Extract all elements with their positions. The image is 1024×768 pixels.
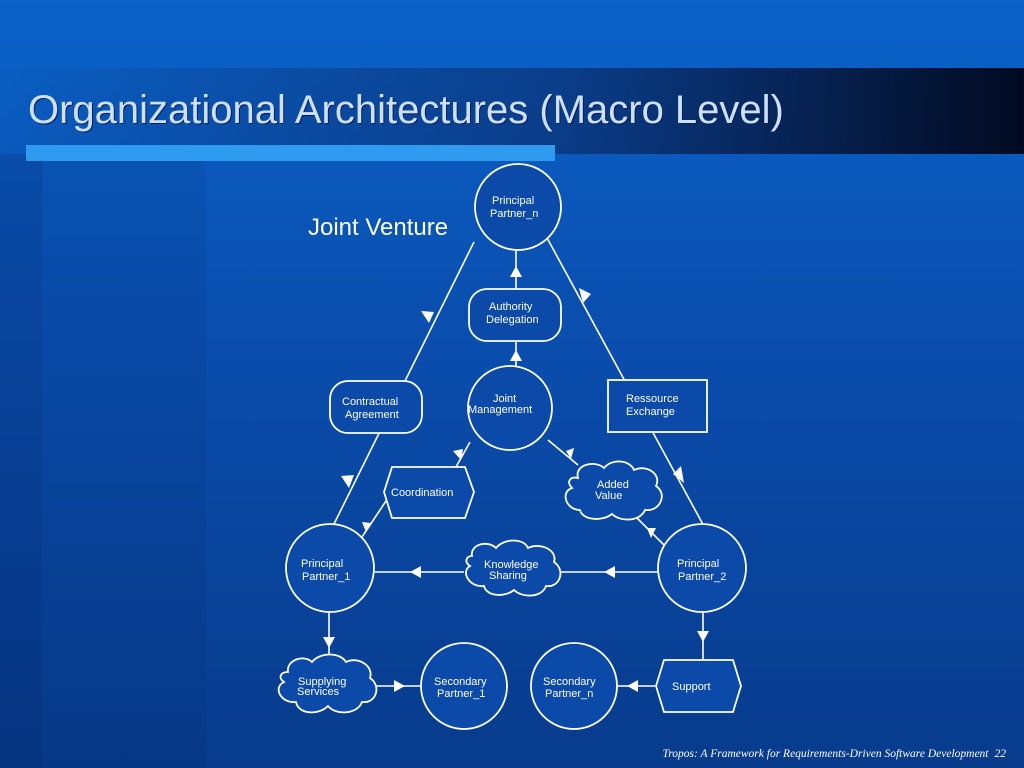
principal-partner-1-node <box>285 523 375 613</box>
arrowhead <box>341 475 354 488</box>
principal-2-label-1: Principal <box>677 558 719 570</box>
secondary-1-label-1: Secondary <box>434 676 487 688</box>
principal-n-label-1: Principal <box>492 195 534 207</box>
edge-coord-to-jm <box>455 441 471 468</box>
ressource-label-1: Ressource <box>626 393 679 405</box>
arrowhead <box>604 566 615 578</box>
secondary-n-label-2: Partner_n <box>545 688 593 700</box>
secondary-n-label-1: Secondary <box>543 676 596 688</box>
arrowhead <box>510 266 522 277</box>
joint-management-node <box>467 365 553 451</box>
knowledge-label-2: Sharing <box>489 570 527 582</box>
arrowhead <box>362 522 371 532</box>
secondary-partner-n-node <box>530 642 618 730</box>
arrowhead <box>453 449 463 460</box>
authority-label-1: Authority <box>489 301 533 313</box>
slide-title: Organizational Architectures (Macro Leve… <box>28 88 784 132</box>
arrowhead <box>673 466 684 483</box>
joint-mgmt-label-2: Management <box>468 404 532 416</box>
ressource-label-2: Exchange <box>626 406 675 418</box>
arrowhead <box>394 680 405 692</box>
secondary-1-label-2: Partner_1 <box>437 688 485 700</box>
arrowhead <box>579 288 591 303</box>
secondary-partner-1-node <box>420 642 508 730</box>
arrowhead <box>410 566 421 578</box>
diagram-subtitle: Joint Venture <box>308 214 449 241</box>
coordination-node <box>383 466 475 519</box>
principal-n-label-2: Partner_n <box>490 208 538 220</box>
arrowhead <box>566 448 574 459</box>
arrowhead <box>421 311 434 323</box>
arrowhead <box>323 637 335 648</box>
principal-1-label-1: Principal <box>301 558 343 570</box>
arrowhead <box>627 680 638 692</box>
principal-2-label-2: Partner_2 <box>678 571 726 583</box>
principal-partner-2-node <box>657 523 747 613</box>
added-value-cloud <box>564 460 663 521</box>
left-stripe <box>0 154 42 768</box>
edge-jm-to-added <box>547 439 579 466</box>
authority-delegation-node <box>468 288 562 342</box>
footer-text: Tropos: A Framework for Requirements-Dri… <box>662 748 989 760</box>
arrowhead <box>647 528 656 538</box>
title-underline-bar <box>26 145 555 161</box>
knowledge-label-1: Knowledge <box>484 559 538 571</box>
knowledge-sharing-cloud <box>465 539 562 597</box>
page-number: 22 <box>994 748 1007 760</box>
added-value-label-2: Value <box>595 490 622 502</box>
supplying-label-1: Supplying <box>298 676 346 688</box>
support-node <box>655 659 742 713</box>
arrowhead <box>697 631 709 642</box>
arrowhead <box>510 350 522 361</box>
added-value-label-1: Added <box>597 479 629 491</box>
coordination-label: Coordination <box>391 487 453 499</box>
title-band <box>0 68 1024 154</box>
slide-footer: Tropos: A Framework for Requirements-Dri… <box>662 748 1006 760</box>
contractual-agreement-node <box>329 380 423 434</box>
authority-label-2: Delegation <box>486 314 539 326</box>
principal-partner-n-node <box>474 163 562 251</box>
support-label: Support <box>672 681 711 693</box>
contractual-label-1: Contractual <box>342 396 398 408</box>
principal-1-label-2: Partner_1 <box>302 571 350 583</box>
left-panel <box>42 154 206 768</box>
joint-mgmt-label-1: Joint <box>493 393 516 405</box>
supplying-services-cloud <box>277 653 378 714</box>
contractual-label-2: Agreement <box>345 409 399 421</box>
supplying-label-2: Services <box>297 686 340 698</box>
ressource-exchange-node <box>607 379 708 433</box>
